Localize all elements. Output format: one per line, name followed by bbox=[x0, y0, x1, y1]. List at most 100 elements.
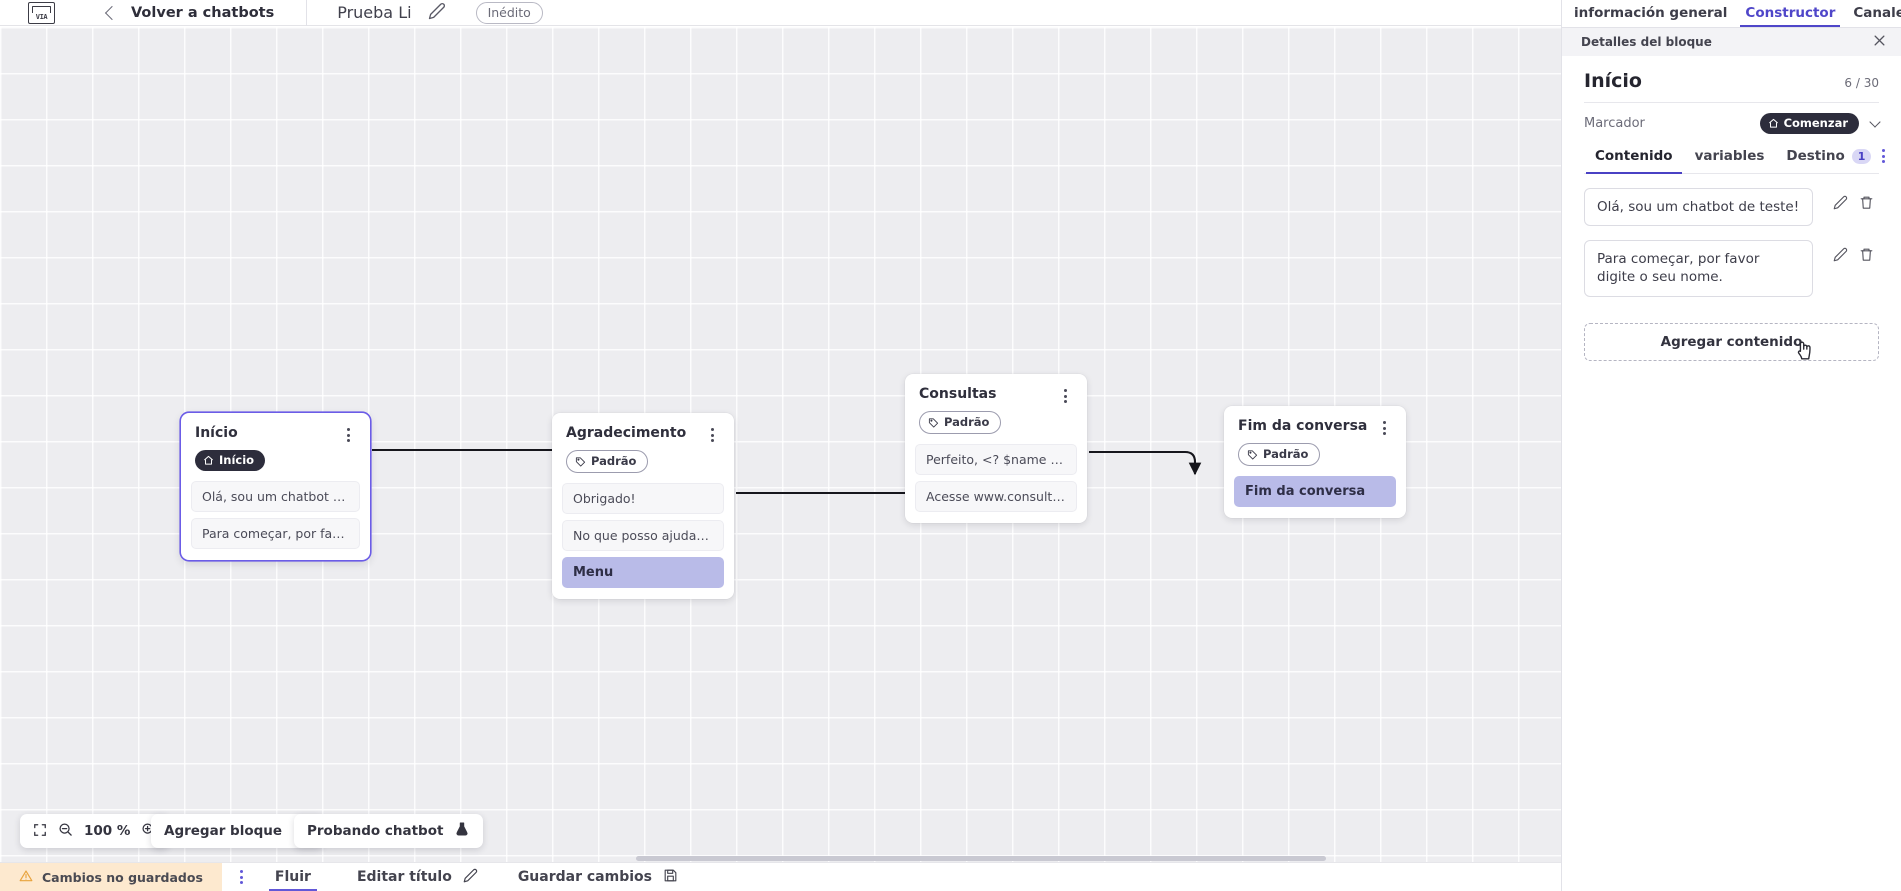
node-tag-badge: Início bbox=[195, 450, 266, 471]
node-tag-row: Início bbox=[181, 442, 370, 471]
node-header: Consultas bbox=[905, 374, 1087, 403]
tab-canales[interactable]: Canales bbox=[1844, 0, 1901, 27]
fit-screen-icon[interactable] bbox=[33, 822, 47, 841]
tag-icon bbox=[575, 456, 586, 467]
flow-node-consultas[interactable]: Consultas Padrão Perfeito, <? $name ?>! … bbox=[905, 374, 1087, 523]
tag-icon bbox=[1247, 449, 1258, 460]
chevron-down-icon[interactable] bbox=[1869, 116, 1881, 128]
warning-icon bbox=[19, 868, 33, 887]
node-menu-icon[interactable] bbox=[704, 425, 720, 442]
tab-label: Destino bbox=[1786, 148, 1845, 164]
canvas-horizontal-scrollbar[interactable] bbox=[636, 856, 1326, 861]
title-divider bbox=[1584, 102, 1879, 103]
add-content-label: Agregar contenido bbox=[1660, 333, 1803, 350]
tab-contenido[interactable]: Contenido bbox=[1584, 148, 1684, 174]
home-icon bbox=[204, 455, 213, 465]
block-counter: 6 / 30 bbox=[1844, 76, 1879, 90]
tab-variables[interactable]: variables bbox=[1684, 148, 1776, 173]
home-icon bbox=[1768, 118, 1778, 128]
add-block-label: Agregar bloque bbox=[164, 823, 283, 839]
content-tabs: Contenido variables Destino 1 bbox=[1584, 148, 1886, 174]
zoom-toolbar[interactable]: 100 % bbox=[20, 814, 170, 848]
tab-fluir[interactable]: Fluir bbox=[268, 863, 317, 891]
content-item-row: Para começar, por favor digite o seu nom… bbox=[1562, 240, 1901, 297]
block-details-bar: Detalles del bloque bbox=[1562, 28, 1901, 56]
content-text[interactable]: Para começar, por favor digite o seu nom… bbox=[1584, 240, 1813, 297]
node-message-menu[interactable]: Fim da conversa bbox=[1234, 476, 1396, 507]
tab-label: variables bbox=[1694, 148, 1765, 164]
tab-label: Constructor bbox=[1745, 5, 1836, 21]
node-tag-label: Início bbox=[219, 453, 255, 467]
node-menu-icon[interactable] bbox=[340, 425, 356, 442]
node-tag-badge: Padrão bbox=[566, 450, 649, 473]
content-menu-icon[interactable] bbox=[1882, 149, 1886, 172]
node-header: Agradecimento bbox=[552, 413, 734, 442]
back-chevron-icon[interactable] bbox=[104, 5, 120, 20]
flow-canvas[interactable]: Início Início Olá, sou um chatbot de tes… bbox=[0, 27, 1561, 862]
bottom-bar: Cambios no guardados Fluir Editar título… bbox=[0, 862, 1561, 891]
node-message[interactable]: Acesse www.consultas.com par... bbox=[915, 481, 1077, 512]
chatbot-name: Prueba Li bbox=[337, 3, 412, 22]
node-message[interactable]: Obrigado! bbox=[562, 483, 724, 514]
node-message[interactable]: Para começar, por favor digite o ... bbox=[191, 518, 360, 549]
node-tag-badge: Padrão bbox=[1238, 443, 1321, 466]
tab-fluir-label: Fluir bbox=[274, 869, 311, 885]
test-chatbot-button[interactable]: Probando chatbot bbox=[294, 814, 484, 848]
node-tag-label: Padrão bbox=[944, 415, 990, 429]
block-title-row: Início 6 / 30 bbox=[1562, 56, 1901, 92]
tab-destino[interactable]: Destino 1 bbox=[1775, 148, 1882, 173]
tab-label: Canales bbox=[1853, 5, 1901, 21]
marker-badge-label: Comenzar bbox=[1783, 116, 1848, 130]
node-title: Consultas bbox=[919, 386, 997, 402]
delete-content-trash-icon[interactable] bbox=[1853, 240, 1879, 262]
back-to-chatbots-link[interactable]: Volver a chatbots bbox=[131, 4, 275, 21]
close-icon[interactable] bbox=[1872, 33, 1887, 52]
node-tag-label: Padrão bbox=[1263, 447, 1309, 461]
node-tag-row: Padrão bbox=[552, 442, 734, 473]
edit-content-pencil-icon[interactable] bbox=[1827, 240, 1853, 262]
flow-node-fim-da-conversa[interactable]: Fim da conversa Padrão Fim da conversa bbox=[1224, 406, 1406, 518]
edit-title-button[interactable]: Editar título bbox=[357, 868, 478, 887]
content-text[interactable]: Olá, sou um chatbot de teste! bbox=[1584, 188, 1813, 227]
edit-content-pencil-icon[interactable] bbox=[1827, 188, 1853, 210]
logo-text: VIA bbox=[35, 12, 48, 21]
delete-content-trash-icon[interactable] bbox=[1853, 188, 1879, 210]
flow-node-inicio[interactable]: Início Início Olá, sou um chatbot de tes… bbox=[181, 413, 370, 560]
block-title: Início bbox=[1584, 70, 1642, 92]
marker-label: Marcador bbox=[1584, 116, 1645, 131]
node-body: Olá, sou um chatbot de teste! Para começ… bbox=[181, 471, 370, 560]
node-message-menu[interactable]: Menu bbox=[562, 557, 724, 588]
tab-informacion-general[interactable]: información general bbox=[1565, 0, 1736, 27]
app-logo-icon[interactable]: VIA bbox=[28, 1, 55, 24]
zoom-level-value: 100 % bbox=[84, 823, 131, 839]
node-message[interactable]: No que posso ajudar, <? $name ... bbox=[562, 520, 724, 551]
node-tag-label: Padrão bbox=[591, 454, 637, 468]
panel-top-tabs: información general Constructor Canales bbox=[1562, 0, 1901, 28]
pencil-icon bbox=[463, 868, 478, 887]
node-tag-row: Padrão bbox=[1224, 435, 1406, 466]
zoom-out-icon[interactable] bbox=[58, 822, 73, 841]
tag-icon bbox=[928, 417, 939, 428]
tab-constructor[interactable]: Constructor bbox=[1736, 0, 1844, 27]
node-tag-row: Padrão bbox=[905, 403, 1087, 434]
content-item-row: Olá, sou um chatbot de teste! bbox=[1562, 188, 1901, 227]
header-divider bbox=[306, 0, 308, 26]
save-changes-button[interactable]: Guardar cambios bbox=[518, 868, 678, 887]
node-message[interactable]: Olá, sou um chatbot de teste! bbox=[191, 481, 360, 512]
publish-status-badge: Inédito bbox=[475, 1, 543, 24]
edit-name-pencil-icon[interactable] bbox=[428, 2, 446, 24]
node-title: Início bbox=[195, 425, 238, 441]
node-header: Fim da conversa bbox=[1224, 406, 1406, 435]
node-menu-icon[interactable] bbox=[1376, 418, 1392, 435]
node-header: Início bbox=[181, 413, 370, 442]
edit-title-label: Editar título bbox=[356, 869, 452, 885]
node-menu-icon[interactable] bbox=[1057, 386, 1073, 403]
add-content-button[interactable]: Agregar contenido bbox=[1584, 322, 1879, 361]
flow-node-agradecimento[interactable]: Agradecimento Padrão Obrigado! No que po… bbox=[552, 413, 734, 599]
save-icon bbox=[663, 868, 678, 887]
test-chatbot-label: Probando chatbot bbox=[307, 823, 444, 839]
marker-badge[interactable]: Comenzar bbox=[1759, 113, 1859, 134]
node-message[interactable]: Perfeito, <? $name ?>! bbox=[915, 444, 1077, 475]
bottom-menu-icon[interactable] bbox=[239, 870, 243, 884]
